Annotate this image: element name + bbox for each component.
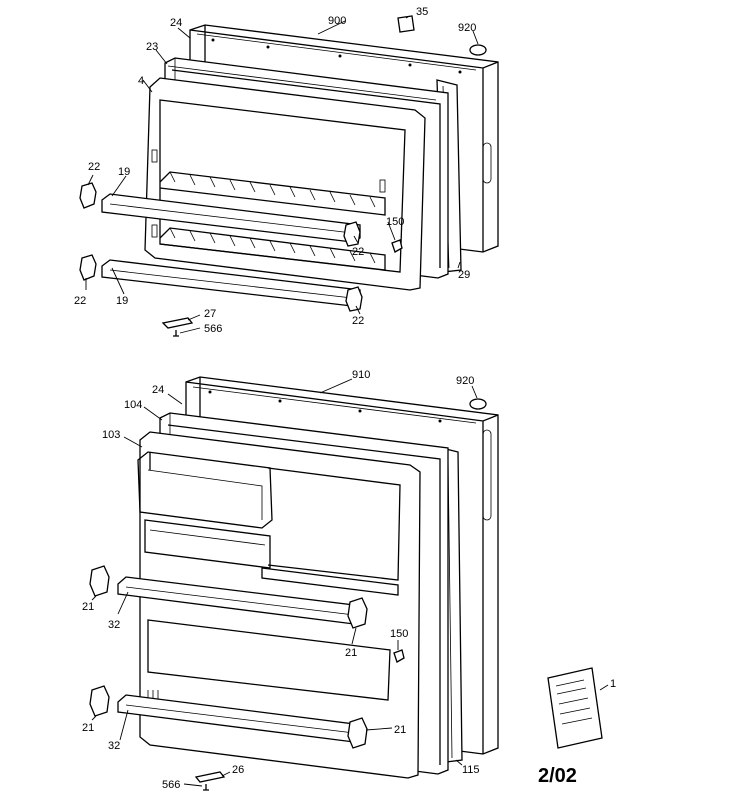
callout-920-top: 920: [458, 22, 476, 34]
callout-900: 900: [328, 15, 346, 27]
callout-21-d: 21: [394, 724, 406, 736]
callout-104: 104: [124, 399, 142, 411]
plug-920-top: [469, 44, 487, 56]
callout-24-top: 24: [170, 17, 182, 29]
callout-32-a: 32: [108, 619, 120, 631]
callout-21-c: 21: [82, 722, 94, 734]
bar-clip-22-a: [79, 182, 97, 209]
fresh-food-door-assembly: [89, 376, 609, 791]
door-liner-4: [144, 77, 426, 291]
date-code: 2/02: [538, 765, 577, 787]
callout-4: 4: [138, 75, 144, 87]
callout-35: 35: [416, 6, 428, 18]
bar-clip-21-d: [347, 717, 368, 749]
callout-150-top: 150: [386, 216, 404, 228]
button-35: [397, 15, 415, 33]
callout-920-bottom: 920: [456, 375, 474, 387]
callout-22-a: 22: [88, 161, 100, 173]
callout-115: 115: [462, 764, 480, 776]
callout-1: 1: [610, 678, 616, 690]
shelf-bar-19-upper: [101, 193, 361, 243]
hinge-cover-27: [161, 317, 194, 329]
callout-27: 27: [204, 308, 216, 320]
callout-566-bottom: 566: [162, 779, 180, 791]
callout-19-b: 19: [116, 295, 128, 307]
screw-566-bottom: [203, 784, 209, 791]
callout-22-b: 22: [352, 246, 364, 258]
bar-clip-21-b: [347, 597, 368, 629]
callout-19-a: 19: [118, 166, 130, 178]
callout-24-bottom: 24: [152, 384, 164, 396]
bar-clip-22-c: [79, 254, 97, 281]
freezer-door-assembly: [79, 15, 499, 337]
callout-29: 29: [458, 269, 470, 281]
screw-150-bottom: [393, 649, 405, 663]
callout-labels: 900 35 920 24 23 4 22 19 150 22 29 22 19…: [74, 6, 616, 791]
callout-32-b: 32: [108, 740, 120, 752]
callout-21-a: 21: [82, 601, 94, 613]
callout-26: 26: [232, 764, 244, 776]
callout-23: 23: [146, 41, 158, 53]
bar-clip-21-a: [89, 565, 110, 597]
hinge-cover-26: [194, 771, 226, 783]
bar-clip-21-c: [89, 685, 110, 717]
bar-clip-22-d: [345, 286, 363, 312]
instruction-booklet-1: [547, 667, 603, 749]
screw-566-top: [173, 330, 179, 337]
screw-150-top: [391, 239, 403, 253]
callout-910: 910: [352, 369, 370, 381]
callout-566-top: 566: [204, 323, 222, 335]
plug-920-bottom: [469, 398, 487, 410]
callout-22-c: 22: [74, 295, 86, 307]
callout-21-b: 21: [345, 647, 357, 659]
callout-103: 103: [102, 429, 120, 441]
callout-150-bottom: 150: [390, 628, 408, 640]
callout-22-d: 22: [352, 315, 364, 327]
